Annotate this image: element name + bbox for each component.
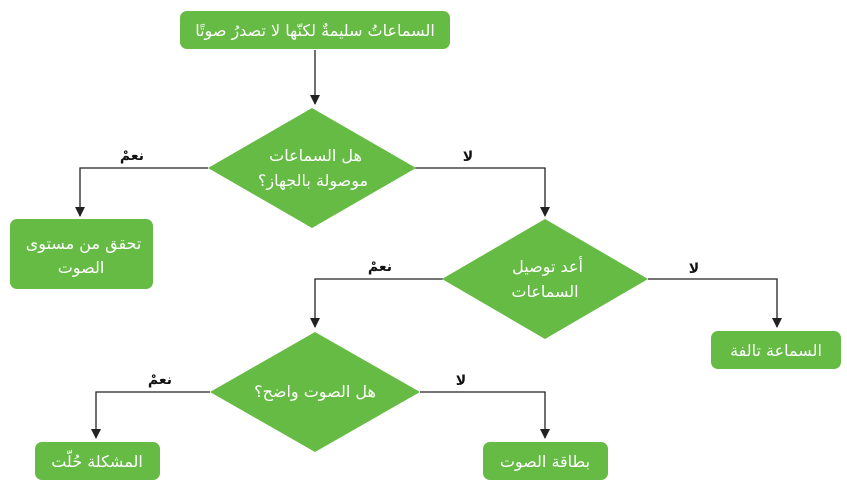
edge-label-connected-no: لا [463, 149, 473, 165]
node-q-clear: هل الصوت واضح؟ [210, 332, 420, 452]
edge-label-reconnect-yes: نعمْ [368, 259, 392, 275]
node-q-connected: هل السماعات موصولة بالجهاز؟ [208, 108, 416, 228]
node-sound-card-text: بطاقة الصوت [500, 452, 590, 472]
edge-label-reconnect-no: لا [689, 261, 699, 277]
edge-label-clear-yes: نعمْ [148, 372, 172, 388]
node-q-clear-text: هل الصوت واضح؟ [254, 382, 376, 402]
edge-reconnect-no [648, 278, 782, 328]
node-solved-text: المشكلة حُلّت [51, 448, 143, 471]
node-sound-card: بطاقة الصوت [483, 442, 608, 480]
node-reconnect-text: أعد توصيل السماعات [507, 256, 583, 301]
node-solved: المشكلة حُلّت [35, 442, 160, 480]
edge-q-connected-yes [75, 167, 208, 217]
node-start: السماعاتُ سليمةٌ لكنّها لا تصدرُ صوتًا [180, 11, 450, 49]
node-broken-text: السماعة تالفة [730, 341, 822, 360]
edge-q-clear-yes [91, 391, 210, 439]
node-check-volume-text: تحقق من مستوى الصوت [21, 234, 142, 278]
node-q-connected-text: هل السماعات موصولة بالجهاز؟ [258, 146, 368, 191]
edge-q-clear-no [420, 391, 550, 439]
node-check-volume: تحقق من مستوى الصوت [10, 219, 153, 289]
edge-label-connected-yes: نعمْ [120, 148, 144, 164]
node-broken: السماعة تالفة [711, 331, 841, 369]
edge-label-clear-no: لا [456, 373, 466, 389]
edge-q-connected-no [415, 167, 550, 217]
node-reconnect: أعد توصيل السماعات [442, 219, 648, 339]
edge-reconnect-yes [310, 278, 443, 328]
node-start-text: السماعاتُ سليمةٌ لكنّها لا تصدرُ صوتًا [195, 21, 435, 41]
